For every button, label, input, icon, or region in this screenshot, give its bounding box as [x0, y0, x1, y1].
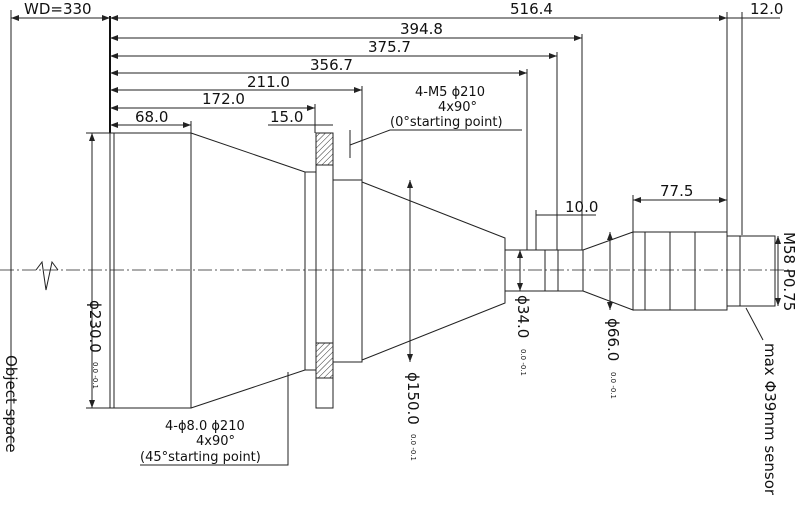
ring-width-label: 10.0	[565, 198, 598, 216]
front-diameter-label: ϕ230.0	[86, 300, 104, 353]
sensor-size-label: max Φ39mm sensor	[761, 343, 779, 496]
top-holes-line2: 4x90°	[438, 100, 477, 115]
top-hole-leader	[349, 129, 522, 146]
flange-front-length-label: 211.0	[247, 73, 290, 91]
diameter-dimensions	[86, 130, 781, 409]
mid-diameter-label: ϕ150.0	[404, 372, 422, 425]
neck-diameter-tolerance: 0.0 -0.1	[519, 349, 527, 376]
rear-body-length-label: 77.5	[660, 182, 693, 200]
bottom-holes-line2: 4x90°	[196, 434, 235, 449]
working-distance-label: WD=330	[24, 0, 92, 18]
top-holes-line3: (0°starting point)	[390, 115, 503, 130]
flange-hole-top	[315, 132, 334, 166]
object-space-label: Object space	[2, 355, 20, 453]
flange-hole-bottom	[315, 342, 334, 379]
flange-width-label: 15.0	[270, 108, 303, 126]
bottom-hole-leader	[140, 385, 289, 466]
bottom-holes-line3: (45°starting point)	[140, 450, 261, 465]
body-length-label: 375.7	[368, 38, 411, 56]
front-barrel-length-label: 68.0	[135, 108, 168, 126]
break-symbol	[35, 260, 59, 291]
narrow-length-label: 356.7	[310, 56, 353, 74]
mid-diameter-tolerance: 0.0 -0.1	[409, 434, 417, 461]
top-holes-line1: 4-M5 ϕ210	[415, 85, 485, 100]
sensor-leader	[745, 307, 764, 341]
mount-thread-label: M58 P0.75	[780, 232, 798, 311]
lens-body	[109, 132, 776, 409]
neck-diameter-label: ϕ34.0	[514, 295, 532, 338]
bottom-holes-line1: 4-ϕ8.0 ϕ210	[165, 419, 245, 434]
total-length-label: 516.4	[510, 0, 553, 18]
mount-length-label: 394.8	[400, 20, 443, 38]
length-dimensions	[11, 12, 780, 250]
front-diameter-tolerance: 0.0 -0.1	[91, 362, 99, 389]
rear-diameter-tolerance: 0.0 -0.1	[609, 372, 617, 399]
flange-back-label: 12.0	[750, 0, 783, 18]
flange-length-label: 172.0	[202, 90, 245, 108]
rear-diameter-label: ϕ66.0	[604, 318, 622, 361]
